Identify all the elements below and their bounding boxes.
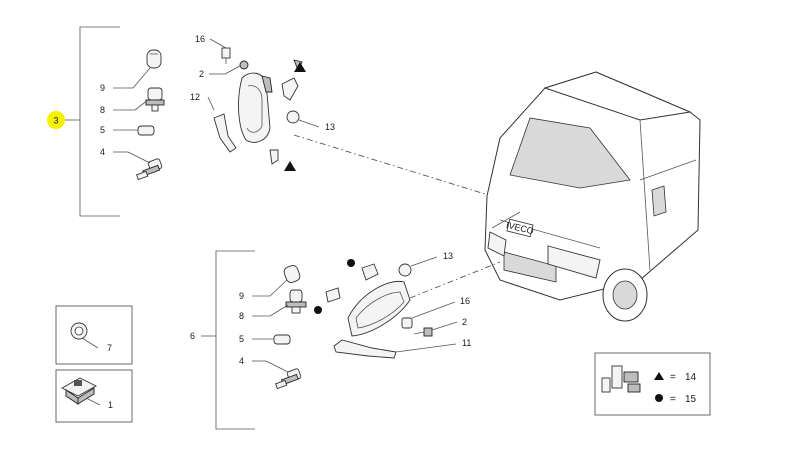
upper-bracket (79, 26, 120, 217)
triangle-marker-upper-2 (284, 161, 296, 171)
circle-marker-lower-1 (347, 259, 355, 267)
label-13-lower: 13 (443, 251, 453, 261)
label-2-lower: 2 (462, 317, 467, 327)
screw-16-icon[interactable] (221, 47, 231, 64)
label-9: 9 (100, 83, 105, 93)
bulb-4-lower-icon[interactable] (275, 368, 302, 390)
trim-11-icon[interactable] (333, 339, 397, 359)
trim-12-icon[interactable] (213, 113, 237, 153)
upper-leader-to-vehicle (293, 134, 499, 199)
bolt-2-lower-icon[interactable] (413, 327, 433, 337)
label-8: 8 (100, 105, 105, 115)
label-4-lower: 4 (239, 356, 244, 366)
bulb-8-icon[interactable] (145, 87, 165, 112)
clip-lower-group-icon[interactable] (325, 263, 379, 303)
bulb-4-icon[interactable] (136, 158, 163, 181)
legend-equals-1: = (670, 372, 676, 383)
bulb-8-lower-icon[interactable] (285, 289, 307, 314)
lower-bracket (215, 250, 255, 430)
headlamp-lower-icon[interactable] (347, 280, 411, 337)
bulb-5-lower-icon[interactable] (273, 334, 291, 345)
clip-upper-icon[interactable] (281, 59, 303, 101)
iveco-badge (506, 218, 534, 238)
label-13: 13 (325, 122, 335, 132)
bulb-9-icon[interactable] (146, 49, 162, 69)
label-5: 5 (100, 125, 105, 135)
triangle-marker-upper-1 (294, 62, 306, 72)
label-16-lower: 16 (460, 296, 470, 306)
label-1: 1 (108, 400, 113, 410)
callout-3-highlight[interactable] (47, 111, 65, 129)
cap-13-icon[interactable] (286, 110, 300, 124)
legend-equals-2: = (670, 394, 676, 405)
headlamp-upper-icon[interactable] (238, 72, 273, 143)
lower-group: 6 9 8 5 4 (190, 250, 501, 430)
bulb-5-icon[interactable] (137, 125, 155, 136)
bulb-9-lower-icon[interactable] (283, 264, 302, 284)
parts-kit-icon (601, 365, 641, 393)
box-part-7: 7 (55, 305, 133, 365)
legend-box: = 14 = 15 (594, 352, 711, 416)
label-2: 2 (199, 69, 204, 79)
label-5-lower: 5 (239, 334, 244, 344)
label-6: 6 (190, 331, 195, 341)
label-16: 16 (195, 34, 205, 44)
legend-circle-icon (655, 394, 663, 402)
lower-leader-to-vehicle (409, 261, 501, 299)
bolt-2-icon[interactable] (239, 60, 249, 70)
circle-marker-lower-2 (314, 306, 322, 314)
label-4: 4 (100, 147, 105, 157)
cap-13-lower-icon[interactable] (398, 263, 412, 277)
label-9-lower: 9 (239, 291, 244, 301)
bracket-1-icon[interactable] (61, 377, 97, 405)
grommet-7-icon[interactable] (70, 322, 88, 340)
label-7: 7 (107, 343, 112, 353)
callout-3-text: 3 (53, 116, 58, 126)
label-8-lower: 8 (239, 311, 244, 321)
clip-lower-icon[interactable] (269, 149, 279, 165)
screw-16-lower-icon[interactable] (401, 317, 413, 329)
label-11-lower: 11 (462, 338, 471, 348)
legend-triangle-value: 14 (685, 372, 697, 383)
legend-circle-value: 15 (685, 394, 697, 405)
legend-triangle-icon (654, 372, 664, 380)
box-part-1: 1 (55, 369, 133, 423)
van-illustration: IVECO (484, 71, 701, 322)
upper-group: 3 9 8 5 4 (47, 26, 499, 217)
label-12: 12 (190, 92, 200, 102)
